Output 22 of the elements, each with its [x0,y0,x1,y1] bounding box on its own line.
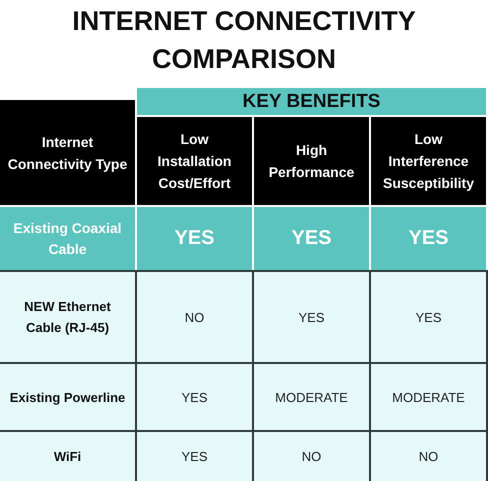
title: INTERNET CONNECTIVITY COMPARISON [71,5,417,76]
table-cell: NO [137,272,252,362]
table-cell: YES [137,364,252,430]
row-header: Existing Coaxial Cable [0,207,135,270]
column-header: Low Interference Susceptibility [371,117,486,205]
column-header: High Performance [254,117,369,205]
table-cell: MODERATE [254,364,369,430]
table-cell: YES [254,207,369,270]
row-header: NEW Ethernet Cable (RJ-45) [0,272,135,362]
row-header: WiFi [0,432,135,481]
table-cell: NO [371,432,486,481]
column-header: Low Installation Cost/Effort [137,117,252,205]
table-cell: YES [371,207,486,270]
table-cell: YES [371,272,486,362]
column-header: Internet Connectivity Type [0,100,135,205]
row-header: Existing Powerline [0,364,135,430]
table-cell: NO [254,432,369,481]
section-banner: KEY BENEFITS [137,88,486,115]
table-cell: YES [137,432,252,481]
table-cell: YES [137,207,252,270]
table-cell: MODERATE [371,364,486,430]
table-cell: YES [254,272,369,362]
